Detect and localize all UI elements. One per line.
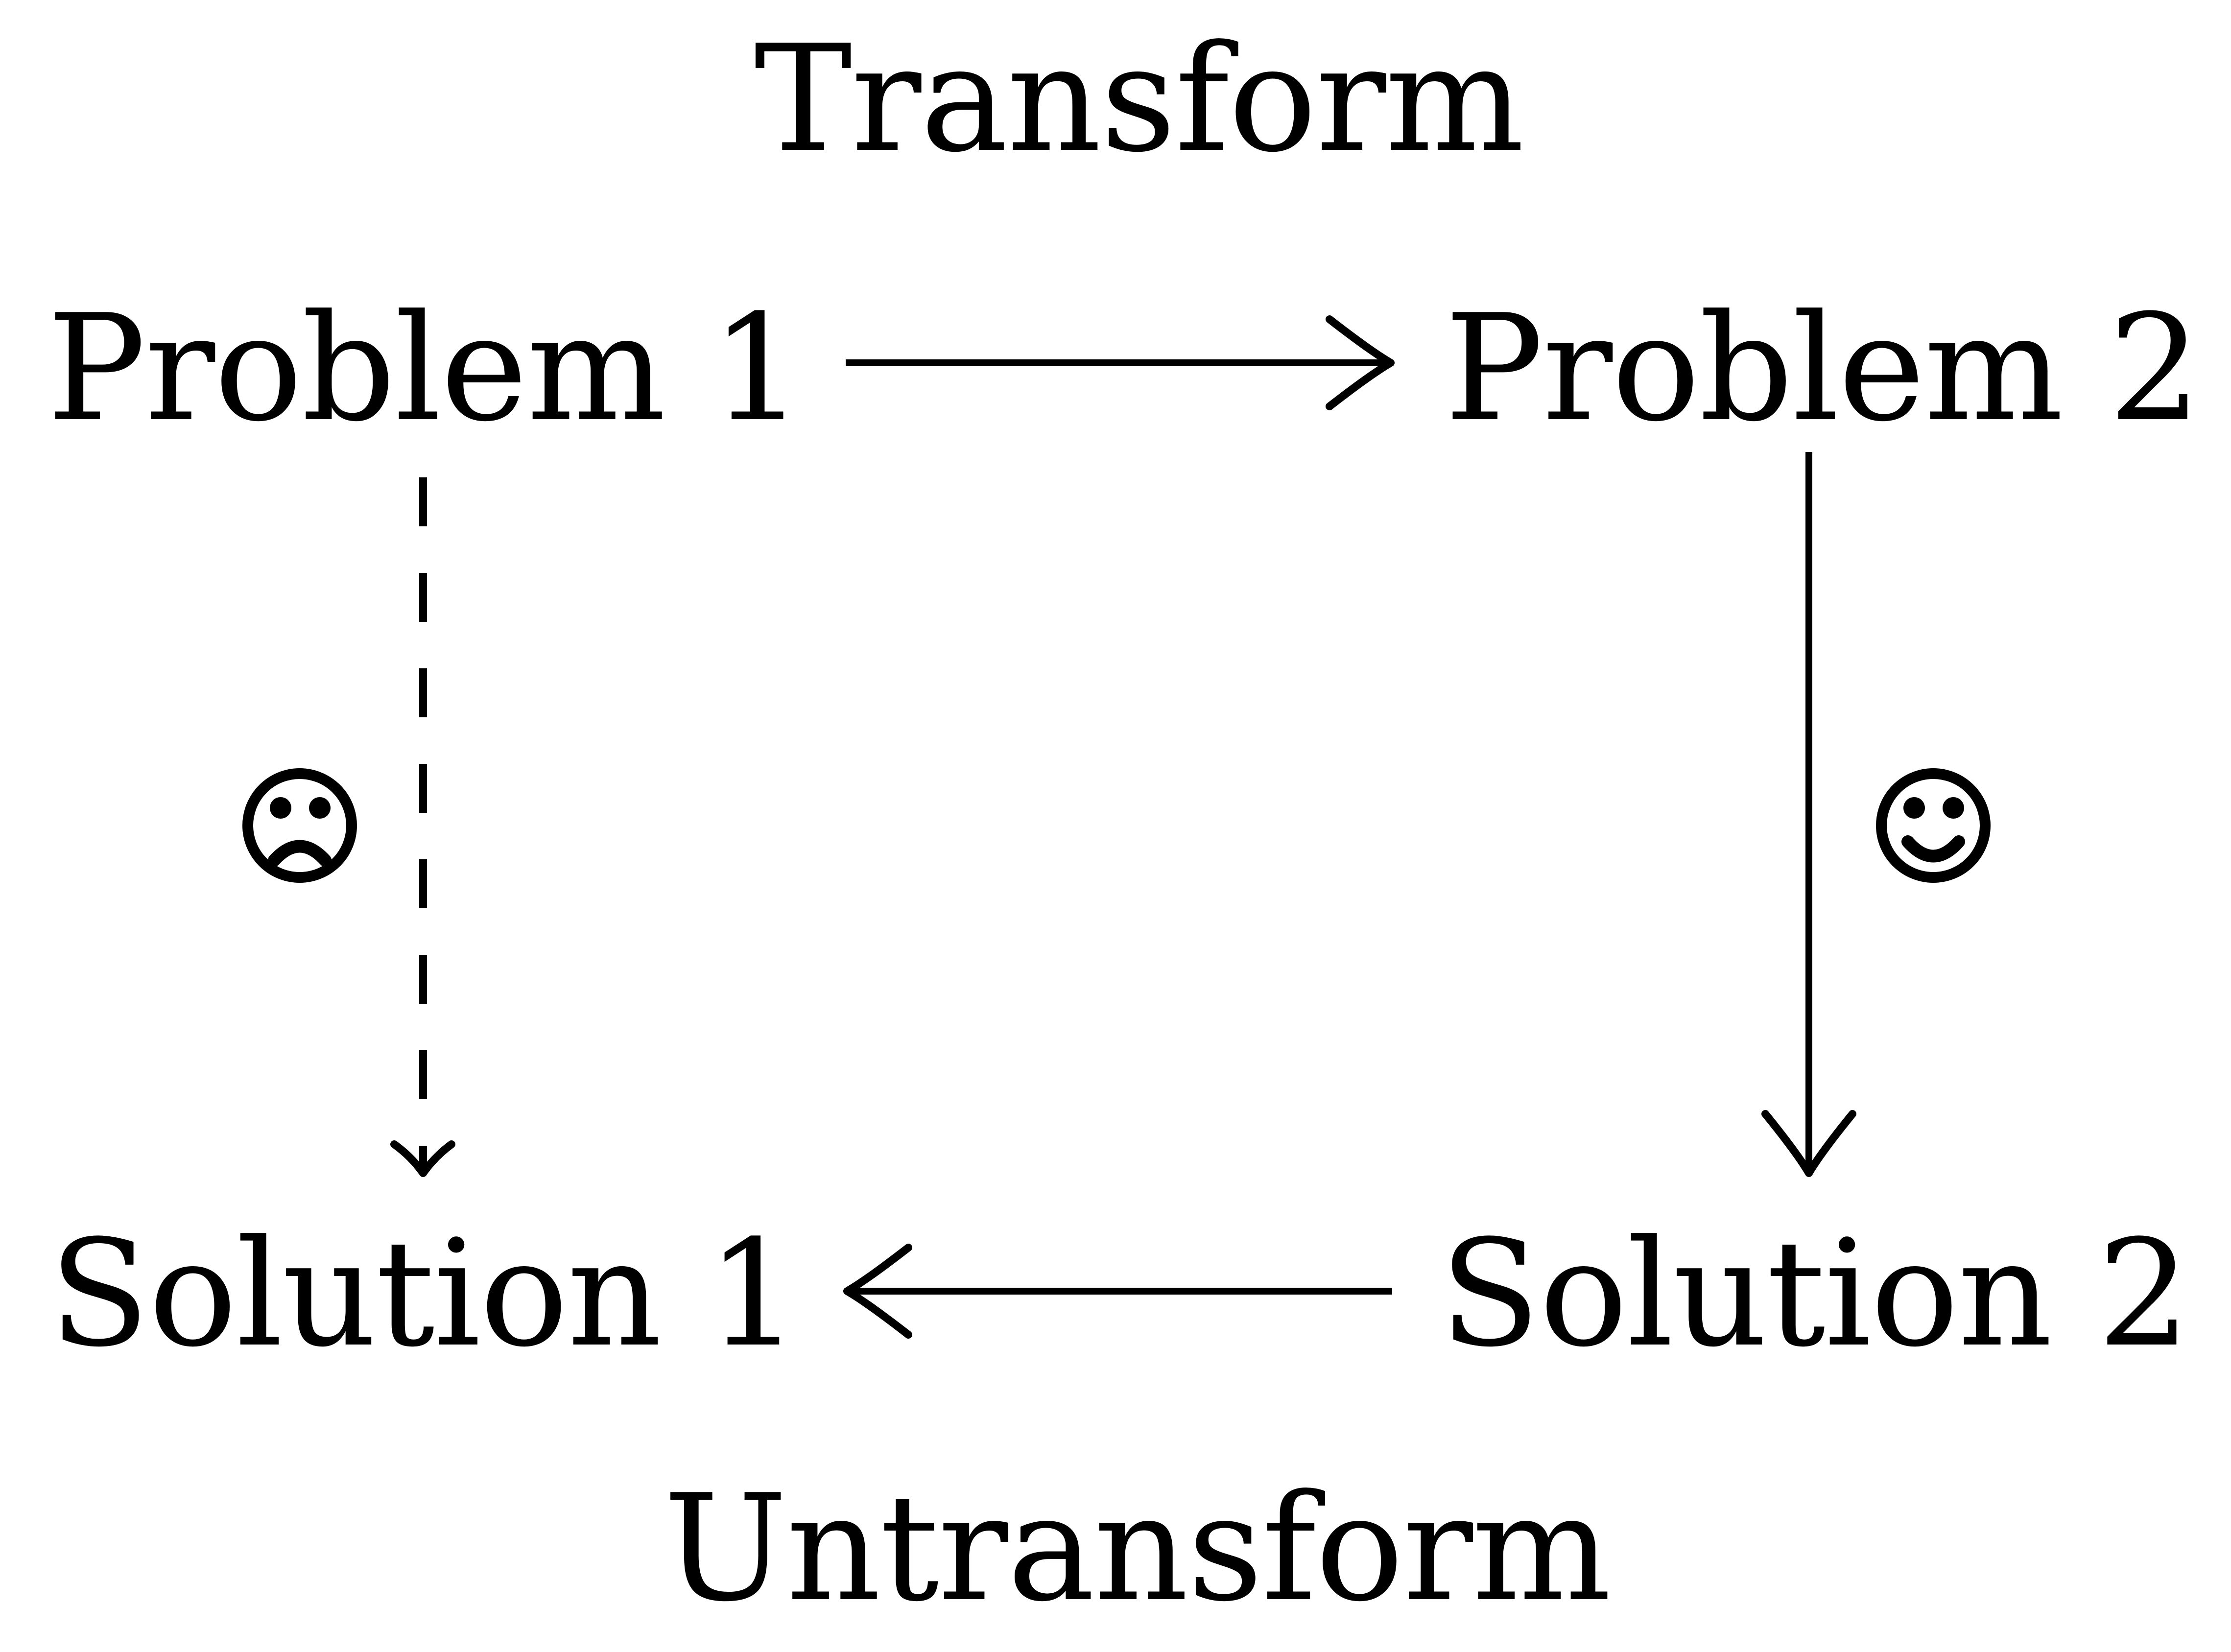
node-solution-2: Solution 2 xyxy=(1440,1208,2191,1379)
arrow-transform-right xyxy=(846,315,1395,410)
node-problem-2: Problem 2 xyxy=(1445,283,2202,454)
node-solution-1: Solution 1 xyxy=(49,1208,800,1379)
edge-label-untransform: Untransform xyxy=(664,1463,1612,1634)
arrow-problem2-to-solution2 xyxy=(1761,452,1856,1177)
happy-face-icon xyxy=(1876,768,1991,883)
sad-face-icon xyxy=(242,768,357,883)
arrow-untransform-left xyxy=(843,1244,1392,1339)
arrow-problem1-to-solution1-dashed xyxy=(390,477,455,1177)
node-problem-1: Problem 1 xyxy=(47,283,804,454)
edge-label-transform: Transform xyxy=(754,14,1524,185)
